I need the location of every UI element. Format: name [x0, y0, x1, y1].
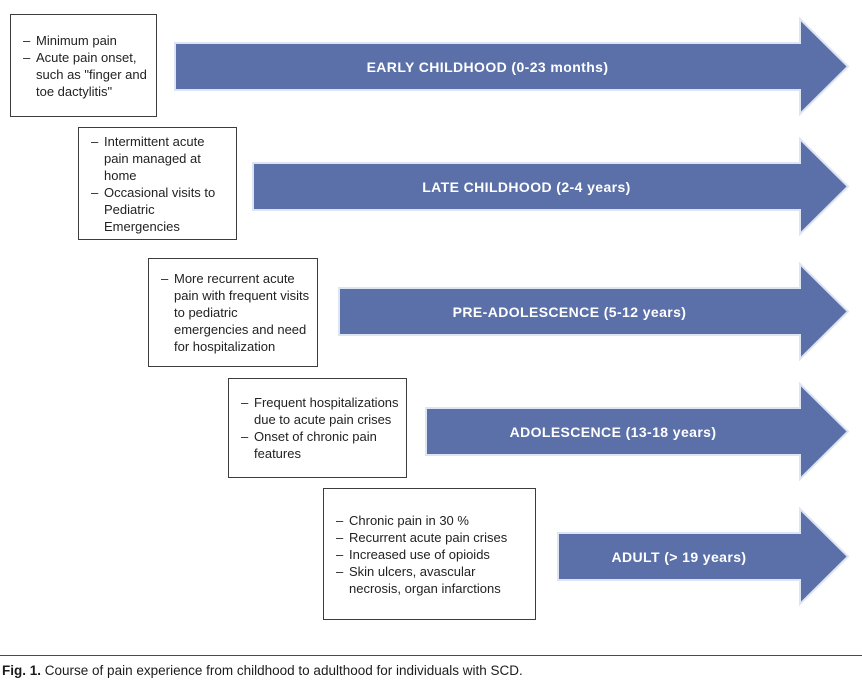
right-arrow-shape [557, 506, 850, 607]
note-item: Minimum pain [23, 32, 150, 49]
note-list: Intermittent acute pain managed at home … [91, 133, 230, 235]
figure-caption: Fig. 1. Course of pain experience from c… [0, 655, 862, 678]
note-list: Minimum pain Acute pain onset, such as "… [23, 32, 150, 100]
stage-label: ADULT (> 19 years) [611, 548, 747, 565]
arrow-adult: ADULT (> 19 years) [557, 506, 850, 607]
note-item: Chronic pain in 30 % [336, 512, 529, 529]
arrow-late-childhood: LATE CHILDHOOD (2-4 years) [252, 136, 850, 237]
note-item: Intermittent acute pain managed at home [91, 133, 230, 184]
arrow-early-childhood: EARLY CHILDHOOD (0-23 months) [174, 16, 850, 117]
figure-caption-label: Fig. 1. [2, 663, 42, 678]
arrow-adolescence: ADOLESCENCE (13-18 years) [425, 381, 850, 482]
right-arrow-shape [174, 16, 850, 117]
note-item: Frequent hospitalizations due to acute p… [241, 394, 400, 428]
note-item: Recurrent acute pain crises [336, 529, 529, 546]
note-list: Chronic pain in 30 % Recurrent acute pai… [336, 512, 529, 597]
right-arrow-shape [338, 261, 850, 362]
note-box-pre-adolescence: More recurrent acute pain with frequent … [148, 258, 318, 367]
note-list: More recurrent acute pain with frequent … [161, 270, 311, 355]
note-box-adult: Chronic pain in 30 % Recurrent acute pai… [323, 488, 536, 620]
note-item: Occasional visits to Pediatric Emergenci… [91, 184, 230, 235]
stage-label: PRE-ADOLESCENCE (5-12 years) [452, 303, 687, 320]
stage-label: EARLY CHILDHOOD (0-23 months) [366, 58, 609, 75]
note-item: More recurrent acute pain with frequent … [161, 270, 311, 355]
stage-label: LATE CHILDHOOD (2-4 years) [422, 178, 631, 195]
arrow-pre-adolescence: PRE-ADOLESCENCE (5-12 years) [338, 261, 850, 362]
right-arrow-shape [425, 381, 850, 482]
note-box-adolescence: Frequent hospitalizations due to acute p… [228, 378, 407, 478]
right-arrow-shape [252, 136, 850, 237]
note-box-late-childhood: Intermittent acute pain managed at home … [78, 127, 237, 240]
note-list: Frequent hospitalizations due to acute p… [241, 394, 400, 462]
note-item: Onset of chronic pain features [241, 428, 400, 462]
note-box-early-childhood: Minimum pain Acute pain onset, such as "… [10, 14, 157, 117]
figure-caption-text: Course of pain experience from childhood… [44, 663, 523, 678]
note-item: Increased use of opioids [336, 546, 529, 563]
note-item: Acute pain onset, such as "finger and to… [23, 49, 150, 100]
note-item: Skin ulcers, avascular necrosis, organ i… [336, 563, 529, 597]
stage-label: ADOLESCENCE (13-18 years) [509, 423, 717, 440]
